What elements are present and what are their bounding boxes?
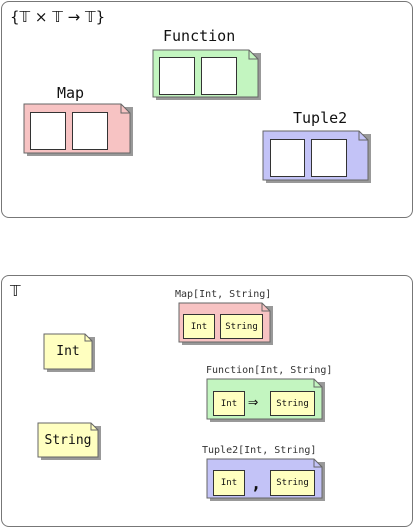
- tuple2-constructor-card: [262, 130, 371, 183]
- function-applied-card: Int ⇒ String: [206, 378, 325, 422]
- map-constructor-card: [23, 103, 133, 156]
- map-value-type: String: [220, 314, 263, 339]
- function-constructor-card: [152, 49, 261, 100]
- panel-title: 𝕋: [10, 282, 21, 300]
- tuple2-first-slot: [270, 139, 305, 177]
- string-type-card: String: [37, 422, 101, 460]
- int-type-card: Int: [43, 333, 95, 372]
- function-arg-type: Int: [213, 391, 245, 416]
- string-card-shape: [37, 422, 101, 460]
- int-card-shape: [43, 333, 95, 372]
- function-result-type: String: [270, 391, 315, 416]
- tuple2-label: Tuple2: [293, 109, 348, 127]
- map-key-type: Int: [183, 314, 215, 339]
- tuple2-applied-label: Tuple2[Int, String]: [202, 445, 317, 456]
- tuple2-first-type: Int: [213, 470, 245, 496]
- map-applied-label: Map[Int, String]: [175, 289, 272, 300]
- function-result-slot: [201, 57, 237, 95]
- string-type-label: String: [44, 432, 92, 448]
- map-key-slot: [30, 112, 66, 150]
- function-arrow-separator: ⇒: [248, 392, 259, 412]
- int-type-label: Int: [56, 344, 80, 359]
- function-label: Function: [163, 27, 236, 45]
- tuple2-second-type: String: [270, 470, 315, 496]
- function-applied-label: Function[Int, String]: [206, 365, 333, 376]
- map-label: Map: [57, 84, 85, 102]
- tuple2-comma-separator: ,: [251, 474, 262, 494]
- tuple2-applied-card: Int , String: [206, 458, 325, 501]
- function-arg-slot: [159, 57, 195, 95]
- map-applied-card: Int String: [178, 302, 273, 345]
- map-value-slot: [72, 112, 108, 150]
- tuple2-second-slot: [311, 139, 347, 177]
- panel-title: {𝕋 × 𝕋 → 𝕋}: [10, 8, 106, 26]
